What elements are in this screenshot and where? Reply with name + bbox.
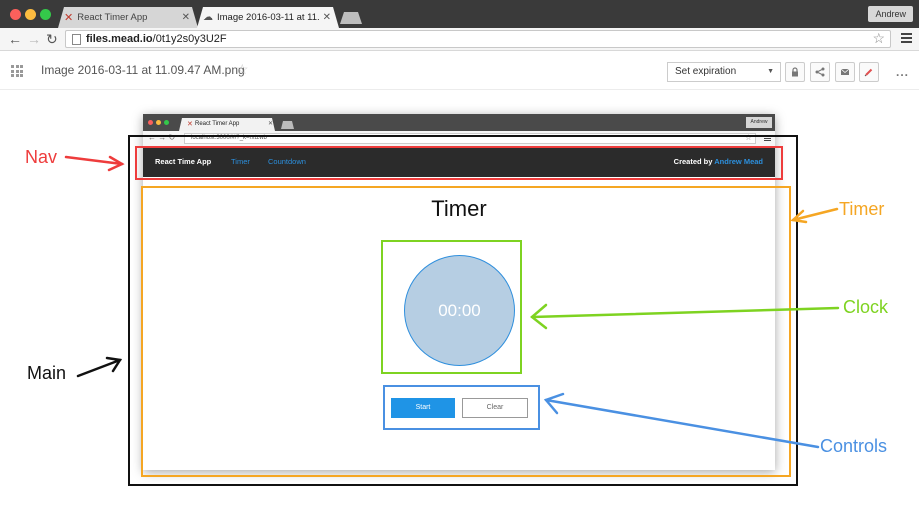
forward-arrow-icon[interactable]: → [27,31,41,47]
react-favicon-icon: ✕ [64,12,74,24]
close-window-icon[interactable] [10,9,21,20]
address-bar[interactable]: files.mead.io/0t1y2s0y3U2F ☆ [65,30,891,48]
back-arrow-icon[interactable]: ← [8,31,22,47]
clock-annotation-label: Clock [843,297,889,317]
timer-arrow [791,207,839,222]
reload-icon[interactable]: ↻ [46,31,58,47]
inner-profile-chip: Andrew [746,117,772,128]
credit-author: Andrew Mead [714,157,763,166]
controls-annotation-label: Controls [820,436,888,456]
inner-close-dot-icon [148,120,153,125]
inner-tab-bar [143,114,775,131]
share-icon [815,67,825,77]
credit-prefix: Created by [673,157,713,166]
email-button[interactable] [835,62,855,82]
timer-title: Timer [431,196,487,221]
main-arrowhead [105,356,123,373]
minimize-window-icon[interactable] [25,9,36,20]
start-button: Start [391,398,455,418]
cloud-favicon-icon: ☁ [203,12,213,23]
app-nav-bar: React Time App Timer Countdown Created b… [143,146,775,177]
inner-maximize-dot-icon [164,120,169,125]
tab-label: React Timer App [77,12,148,23]
nav-arrow [64,155,124,166]
app-credit: Created by Andrew Mead [674,157,763,166]
menu-icon[interactable] [901,33,912,45]
clock-face: 00:00 [404,255,515,366]
url-host: files.mead.io [86,33,153,45]
main-arrow [76,358,122,378]
clock-value: 00:00 [438,300,481,320]
lock-button[interactable] [785,62,805,82]
inner-minimize-dot-icon [156,120,161,125]
tab-image[interactable]: ☁ Image 2016-03-11 at 11.09.47 AM.png ✕ [197,7,339,28]
close-tab-icon[interactable]: ✕ [322,12,331,23]
share-button[interactable] [810,62,830,82]
timer-annotation-label: Timer [839,199,885,219]
lock-icon [792,67,798,77]
browser-tab-bar: ✕ React Timer App ✕ ☁ Image 2016-03-11 a… [0,0,919,28]
nav-link-countdown: Countdown [268,157,306,166]
app-brand: React Time App [155,157,212,166]
annotate-button[interactable] [859,62,879,82]
profile-button[interactable]: Andrew [868,6,913,22]
inner-new-tab-icon [281,121,294,129]
expiration-value: Set expiration [675,66,737,77]
mail-icon [840,68,850,75]
tab-react-timer-app[interactable]: ✕ React Timer App ✕ [58,7,198,28]
favorite-star-icon[interactable]: ☆ [236,61,249,77]
clear-button: Clear [462,398,528,418]
nav-link-timer: Timer [231,157,250,166]
nav-annotation-label: Nav [25,147,58,167]
browser-toolbar: ← → ↻ files.mead.io/0t1y2s0y3U2F ☆ [0,28,919,51]
inner-tab: React Timer App [179,118,275,131]
file-title: Image 2016-03-11 at 11.09.47 AM.png [41,63,245,77]
pencil-icon [864,68,873,77]
new-tab-button[interactable] [340,12,362,24]
more-options-icon[interactable]: ... [895,65,909,79]
inner-star-icon: ☆ [744,133,752,142]
expiration-select[interactable]: Set expiration ▼ [667,62,781,82]
close-tab-icon[interactable]: ✕ [181,12,190,23]
page-icon [72,34,81,45]
main-annotation-label: Main [27,363,67,383]
maximize-window-icon[interactable] [40,9,51,20]
bookmark-star-icon[interactable]: ☆ [872,30,885,46]
tab-label: Image 2016-03-11 at 11.09.47 AM.png [217,12,317,23]
inner-address-bar: localhost:3000/#/?_k=rxtzwb ☆ [184,133,756,144]
nav-arrowhead [107,155,125,172]
inner-url: localhost:3000/#/?_k=rxtzwb [191,135,267,141]
apps-grid-icon[interactable] [11,65,23,77]
page-header: Image 2016-03-11 at 11.09.47 AM.png ☆ Se… [0,52,919,90]
inner-menu-icon [764,136,771,142]
inner-react-favicon-icon: ✕ [187,121,193,128]
timer-arrowhead [790,209,808,224]
url-path: /0t1y2s0y3U2F [152,33,227,45]
inner-nav-arrows-icon: ← → ↻ [148,133,176,142]
chevron-down-icon: ▼ [767,68,774,75]
inner-close-tab-icon: ✕ [268,121,274,127]
